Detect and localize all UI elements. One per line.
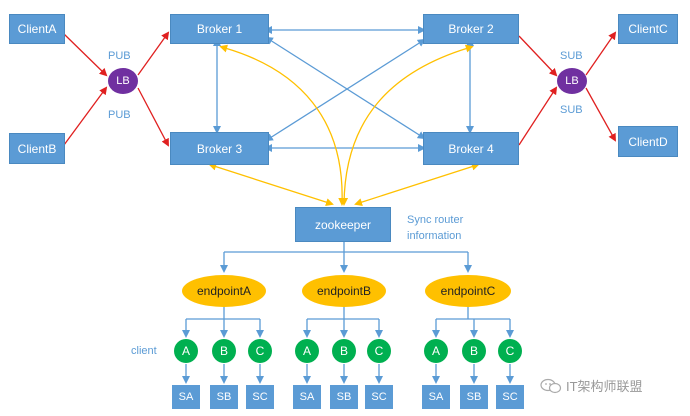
client-node-b-2: B: [332, 339, 356, 363]
arrow-lb-broker3: [137, 87, 169, 147]
arrow-broker4-lb: [518, 86, 558, 146]
sub-label-top: SUB: [560, 50, 583, 62]
sub-label-bottom: SUB: [560, 104, 583, 116]
client-c-node: ClientC: [618, 14, 678, 44]
zk-endpoint-links: [220, 242, 472, 273]
zookeeper-node: zookeeper: [295, 207, 391, 242]
client-node-a-2: A: [295, 339, 319, 363]
watermark: IT架构师联盟: [540, 376, 643, 395]
sink-sc-2: SC: [365, 385, 393, 409]
watermark-text: IT架构师联盟: [566, 379, 643, 394]
client-a-node: ClientA: [9, 14, 65, 44]
broker-mesh: [213, 26, 474, 152]
pub-label-bottom: PUB: [108, 109, 131, 121]
sink-sa-1: SA: [172, 385, 200, 409]
pub-sub-arrows: [63, 31, 617, 147]
sink-sb-2: SB: [330, 385, 358, 409]
sink-sb-3: SB: [460, 385, 488, 409]
client-node-b-1: B: [212, 339, 236, 363]
client-node-b-3: B: [462, 339, 486, 363]
lb-subscribe-node: LB: [557, 68, 587, 94]
sink-sb-1: SB: [210, 385, 238, 409]
client-row-label: client: [131, 345, 157, 357]
client-d-node: ClientD: [618, 126, 678, 157]
endpoint-client-links: [182, 307, 514, 338]
client-node-c-3: C: [498, 339, 522, 363]
sink-sc-3: SC: [496, 385, 524, 409]
sync-broker2-zk: [340, 44, 474, 206]
zookeeper-sync-arrows: [208, 44, 480, 206]
arrow-lb-clientc: [585, 31, 617, 76]
client-node-c-1: C: [248, 339, 272, 363]
sync-broker3-zk: [208, 162, 334, 206]
lb-publish-node: LB: [108, 68, 138, 94]
sink-sc-1: SC: [246, 385, 274, 409]
broker-4-node: Broker 4: [423, 132, 519, 165]
sync-broker4-zk: [354, 162, 480, 206]
sink-sa-3: SA: [422, 385, 450, 409]
wechat-icon: [540, 378, 562, 393]
arrow-broker2-lb: [518, 35, 558, 77]
pub-label-top: PUB: [108, 50, 131, 62]
client-node-c-2: C: [367, 339, 391, 363]
client-node-a-1: A: [174, 339, 198, 363]
endpoint-c-node: endpointC: [425, 275, 511, 307]
arrow-lb-clientd: [585, 87, 616, 142]
sync-router-note: Sync router information: [407, 214, 464, 242]
sync-broker1-zk: [219, 44, 347, 206]
client-sink-links: [182, 364, 514, 384]
client-node-a-3: A: [424, 339, 448, 363]
broker-3-node: Broker 3: [170, 132, 269, 165]
broker-2-node: Broker 2: [423, 14, 519, 44]
sink-sa-2: SA: [293, 385, 321, 409]
arrow-lb-broker1: [137, 31, 170, 76]
endpoint-a-node: endpointA: [182, 275, 266, 307]
arrow-clienta-lb: [63, 33, 108, 77]
client-b-node: ClientB: [9, 133, 65, 164]
broker-1-node: Broker 1: [170, 14, 269, 44]
arrow-clientb-lb: [63, 86, 108, 146]
endpoint-b-node: endpointB: [302, 275, 386, 307]
